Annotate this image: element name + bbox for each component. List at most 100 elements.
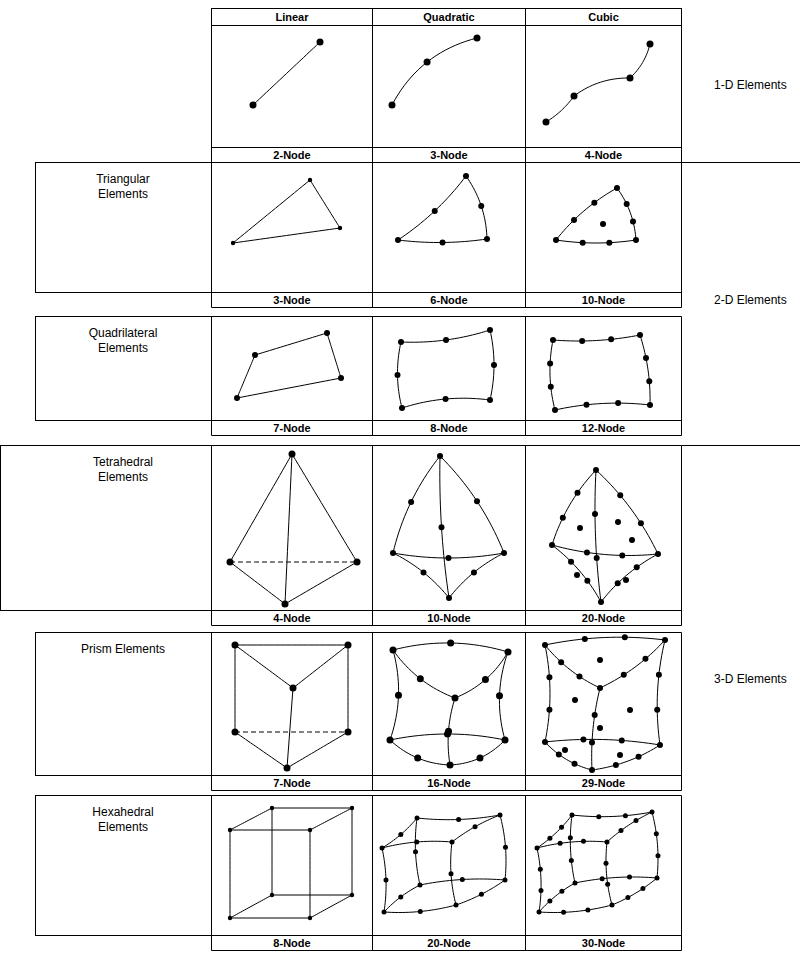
element-node-dot: [443, 337, 449, 343]
element-edge: [237, 378, 341, 398]
element-node-dot: [605, 882, 610, 887]
element-edge: [546, 96, 574, 122]
element-node-dot: [232, 642, 239, 649]
element-node-dot: [395, 372, 401, 378]
element-node-dot: [398, 832, 403, 837]
element-node-dot: [597, 685, 603, 691]
element-node-dot: [350, 806, 354, 810]
element-edge: [293, 645, 348, 688]
element-node-dot: [537, 910, 542, 915]
element-node-dot: [284, 765, 291, 772]
element-node-dot: [634, 818, 639, 823]
element-node-dot: [547, 836, 552, 841]
element-node-dot: [446, 555, 452, 561]
element-node-dot: [350, 893, 354, 897]
element-edge: [235, 732, 348, 733]
element-node-dot: [627, 707, 633, 713]
element-edge: [545, 637, 665, 645]
element-node-dot: [589, 739, 595, 745]
element-node-dot: [231, 241, 235, 245]
element-node-dot: [538, 867, 543, 872]
element-node-dot: [443, 396, 449, 402]
element-node-dot: [552, 407, 558, 413]
element-node-dot: [282, 601, 289, 608]
element-node-dot: [542, 642, 548, 648]
node-count-caption: 29-Node: [526, 776, 681, 790]
element-node-dot: [380, 846, 385, 851]
element-node-dot: [591, 200, 597, 206]
element-node-dot: [614, 185, 620, 191]
element-edge: [285, 562, 357, 604]
element-node-dot: [585, 907, 590, 912]
element-node-dot: [354, 559, 361, 566]
element-node-dot: [289, 451, 296, 458]
row-label-box: [36, 796, 212, 936]
element-node-dot: [647, 402, 653, 408]
element-node-dot: [414, 755, 421, 762]
table-row: [212, 446, 682, 626]
element-edge: [545, 645, 600, 688]
element-node-dot: [625, 895, 630, 900]
element-node-dot: [496, 692, 503, 699]
element-node-dot: [345, 642, 352, 649]
element-edge: [537, 841, 607, 848]
element-edge: [545, 739, 660, 745]
element-node-dot: [655, 551, 661, 557]
element-node-dot: [629, 537, 635, 543]
element-node-dot: [579, 338, 585, 344]
element-node-dot: [398, 339, 404, 345]
element-node-dot: [399, 405, 405, 411]
element-node-dot: [606, 240, 612, 246]
element-edge: [456, 880, 505, 905]
element-edge: [384, 885, 420, 912]
element-node-dot: [439, 524, 445, 530]
row-label-box: [1, 446, 212, 611]
element-node-dot: [640, 886, 645, 891]
table-row: [212, 163, 682, 308]
node-count-caption: 2-Node: [212, 148, 372, 162]
element-node-dot: [338, 375, 344, 381]
element-edge: [352, 808, 353, 895]
element-node-dot: [574, 490, 580, 496]
node-count-caption: 8-Node: [212, 936, 372, 950]
element-node-dot: [604, 861, 609, 866]
element-edge: [552, 545, 658, 555]
element-node-dot: [473, 824, 478, 829]
element-edge: [292, 454, 357, 562]
element-node-dot: [577, 525, 583, 531]
element-edge: [230, 918, 310, 919]
element-family-label: Tetrahedral Elements: [73, 455, 173, 485]
element-node-dot: [543, 119, 550, 126]
node-count-caption: 30-Node: [526, 936, 681, 950]
element-edge: [310, 895, 352, 918]
element-edge: [606, 842, 612, 905]
element-node-dot: [546, 674, 552, 680]
element-node-dot: [580, 736, 586, 742]
element-node-dot: [549, 542, 555, 548]
element-edge: [310, 180, 340, 228]
element-edge: [575, 877, 657, 883]
element-node-dot: [647, 41, 654, 48]
element-node-dot: [345, 729, 352, 736]
column-header: Quadratic: [373, 9, 525, 25]
element-node-dot: [558, 659, 564, 665]
element-node-dot: [610, 903, 615, 908]
table-row: [212, 317, 682, 436]
element-edge: [592, 745, 660, 770]
element-node-dot: [440, 239, 446, 245]
element-node-dot: [559, 889, 564, 894]
element-node-dot: [503, 845, 508, 850]
element-node-dot: [634, 564, 640, 570]
element-node-dot: [338, 226, 342, 230]
element-node-dot: [617, 492, 623, 498]
element-edge: [537, 848, 541, 912]
header-divider: [373, 9, 526, 26]
element-edge: [230, 830, 310, 831]
element-node-dot: [449, 871, 454, 876]
element-node-dot: [418, 909, 423, 914]
element-edge: [552, 470, 596, 545]
element-edge: [392, 38, 477, 105]
element-node-dot: [542, 739, 548, 745]
element-node-dot: [589, 767, 595, 773]
element-node-dot: [450, 840, 455, 845]
